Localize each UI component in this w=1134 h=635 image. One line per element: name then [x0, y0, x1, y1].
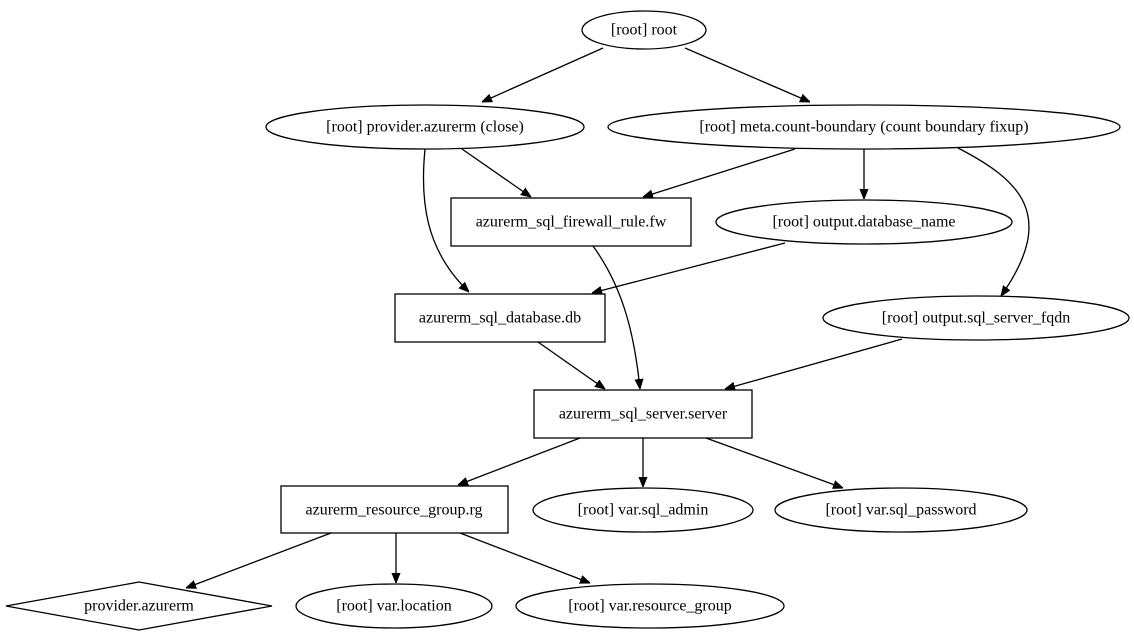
node-label: azurerm_sql_firewall_rule.fw [476, 214, 667, 231]
node-label: [root] output.sql_server_fqdn [882, 310, 1070, 327]
node-label: [root] output.database_name [772, 214, 955, 231]
node-label: azurerm_resource_group.rg [306, 502, 483, 519]
edge-output-database-name-to-sql-database [592, 242, 786, 293]
edge-provider-close-to-sql-database [422, 148, 469, 292]
node-label: [root] var.location [336, 598, 452, 615]
node-label: [root] var.sql_password [825, 502, 976, 519]
node-label: provider.azurerm [84, 598, 194, 615]
node-label: azurerm_sql_database.db [419, 310, 581, 327]
node-var-resource-group: [root] var.resource_group [515, 583, 785, 629]
edge-resource-group-to-provider-azurerm [186, 532, 332, 588]
node-provider-azurerm: provider.azurerm [5, 581, 273, 631]
node-root: [root] root [581, 10, 707, 50]
edge-provider-close-to-firewall-rule [461, 148, 531, 197]
edges [186, 47, 1030, 588]
node-label: [root] var.sql_admin [578, 502, 709, 519]
node-var-sql-password: [root] var.sql_password [774, 487, 1028, 533]
node-output-sql-server-fqdn: [root] output.sql_server_fqdn [822, 295, 1130, 341]
node-var-location: [root] var.location [295, 583, 493, 629]
node-meta-count-boundary: [root] meta.count-boundary (count bounda… [607, 104, 1121, 150]
edge-root-to-meta-count-boundary [684, 47, 810, 103]
node-resource-group-rg: azurerm_resource_group.rg [280, 485, 509, 534]
edge-meta-count-to-firewall-rule [643, 148, 796, 197]
edge-resource-group-to-var-resource-group [459, 532, 590, 583]
nodes: [root] root [root] provider.azurerm (clo… [5, 10, 1130, 631]
edge-output-sql-server-fqdn-to-sql-server [725, 338, 903, 389]
edge-root-to-provider-close [482, 47, 604, 103]
node-label: [root] root [611, 22, 678, 39]
node-provider-azurerm-close: [root] provider.azurerm (close) [265, 104, 585, 150]
node-output-database-name: [root] output.database_name [715, 199, 1013, 245]
edge-sql-database-to-sql-server [537, 341, 605, 389]
node-sql-server: azurerm_sql_server.server [533, 389, 753, 439]
node-label: [root] provider.azurerm (close) [326, 119, 524, 136]
edge-sql-server-to-var-sql-password [705, 437, 843, 488]
edge-sql-server-to-resource-group [458, 437, 581, 485]
node-label: azurerm_sql_server.server [559, 406, 728, 423]
node-sql-firewall-rule: azurerm_sql_firewall_rule.fw [450, 197, 692, 247]
node-label: [root] var.resource_group [568, 598, 732, 615]
node-label: [root] meta.count-boundary (count bounda… [699, 119, 1028, 136]
node-sql-database: azurerm_sql_database.db [394, 293, 606, 343]
edge-firewall-rule-to-sql-server [592, 245, 640, 389]
node-var-sql-admin: [root] var.sql_admin [532, 487, 754, 533]
edge-meta-count-to-output-sql-server-fqdn [957, 147, 1030, 296]
